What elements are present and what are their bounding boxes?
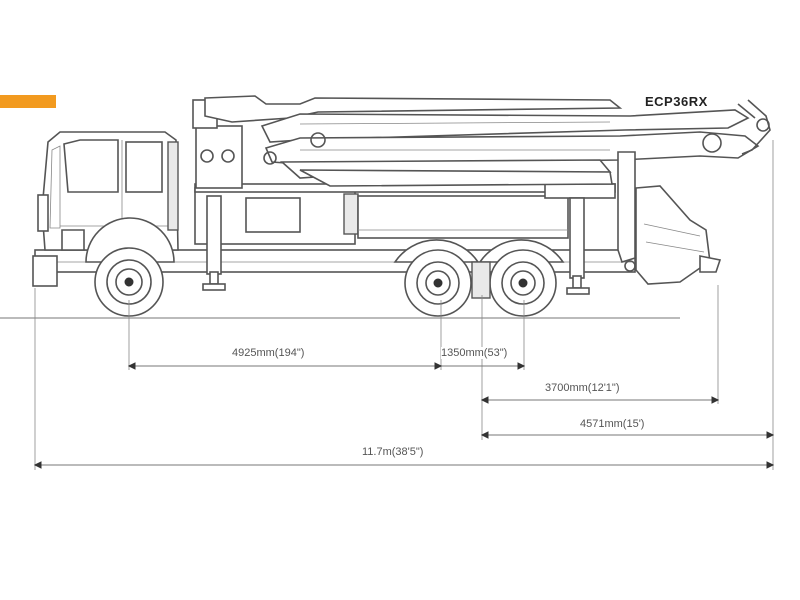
rear-overhang-dimension-label: 4571mm(15') <box>580 418 645 430</box>
folded-boom <box>204 95 771 187</box>
rear-outrigger <box>566 197 590 295</box>
accent-bar <box>0 95 56 108</box>
model-label: ECP36RX <box>645 94 708 109</box>
front-outrigger <box>202 195 226 291</box>
front-wheel <box>85 217 175 317</box>
overall-length-dimension-label: 11.7m(38'5") <box>362 446 424 458</box>
rear-wheels <box>393 239 565 317</box>
pump-body <box>194 183 616 245</box>
rear-outrigger-dimension-label: 3700mm(12'1") <box>545 382 620 394</box>
dimension-lines <box>33 140 775 470</box>
hopper <box>617 151 722 285</box>
wheelbase-dimension-label: 4925mm(194") <box>232 347 305 359</box>
tandem-spacing-dimension-label: 1350mm(53") <box>441 347 508 359</box>
